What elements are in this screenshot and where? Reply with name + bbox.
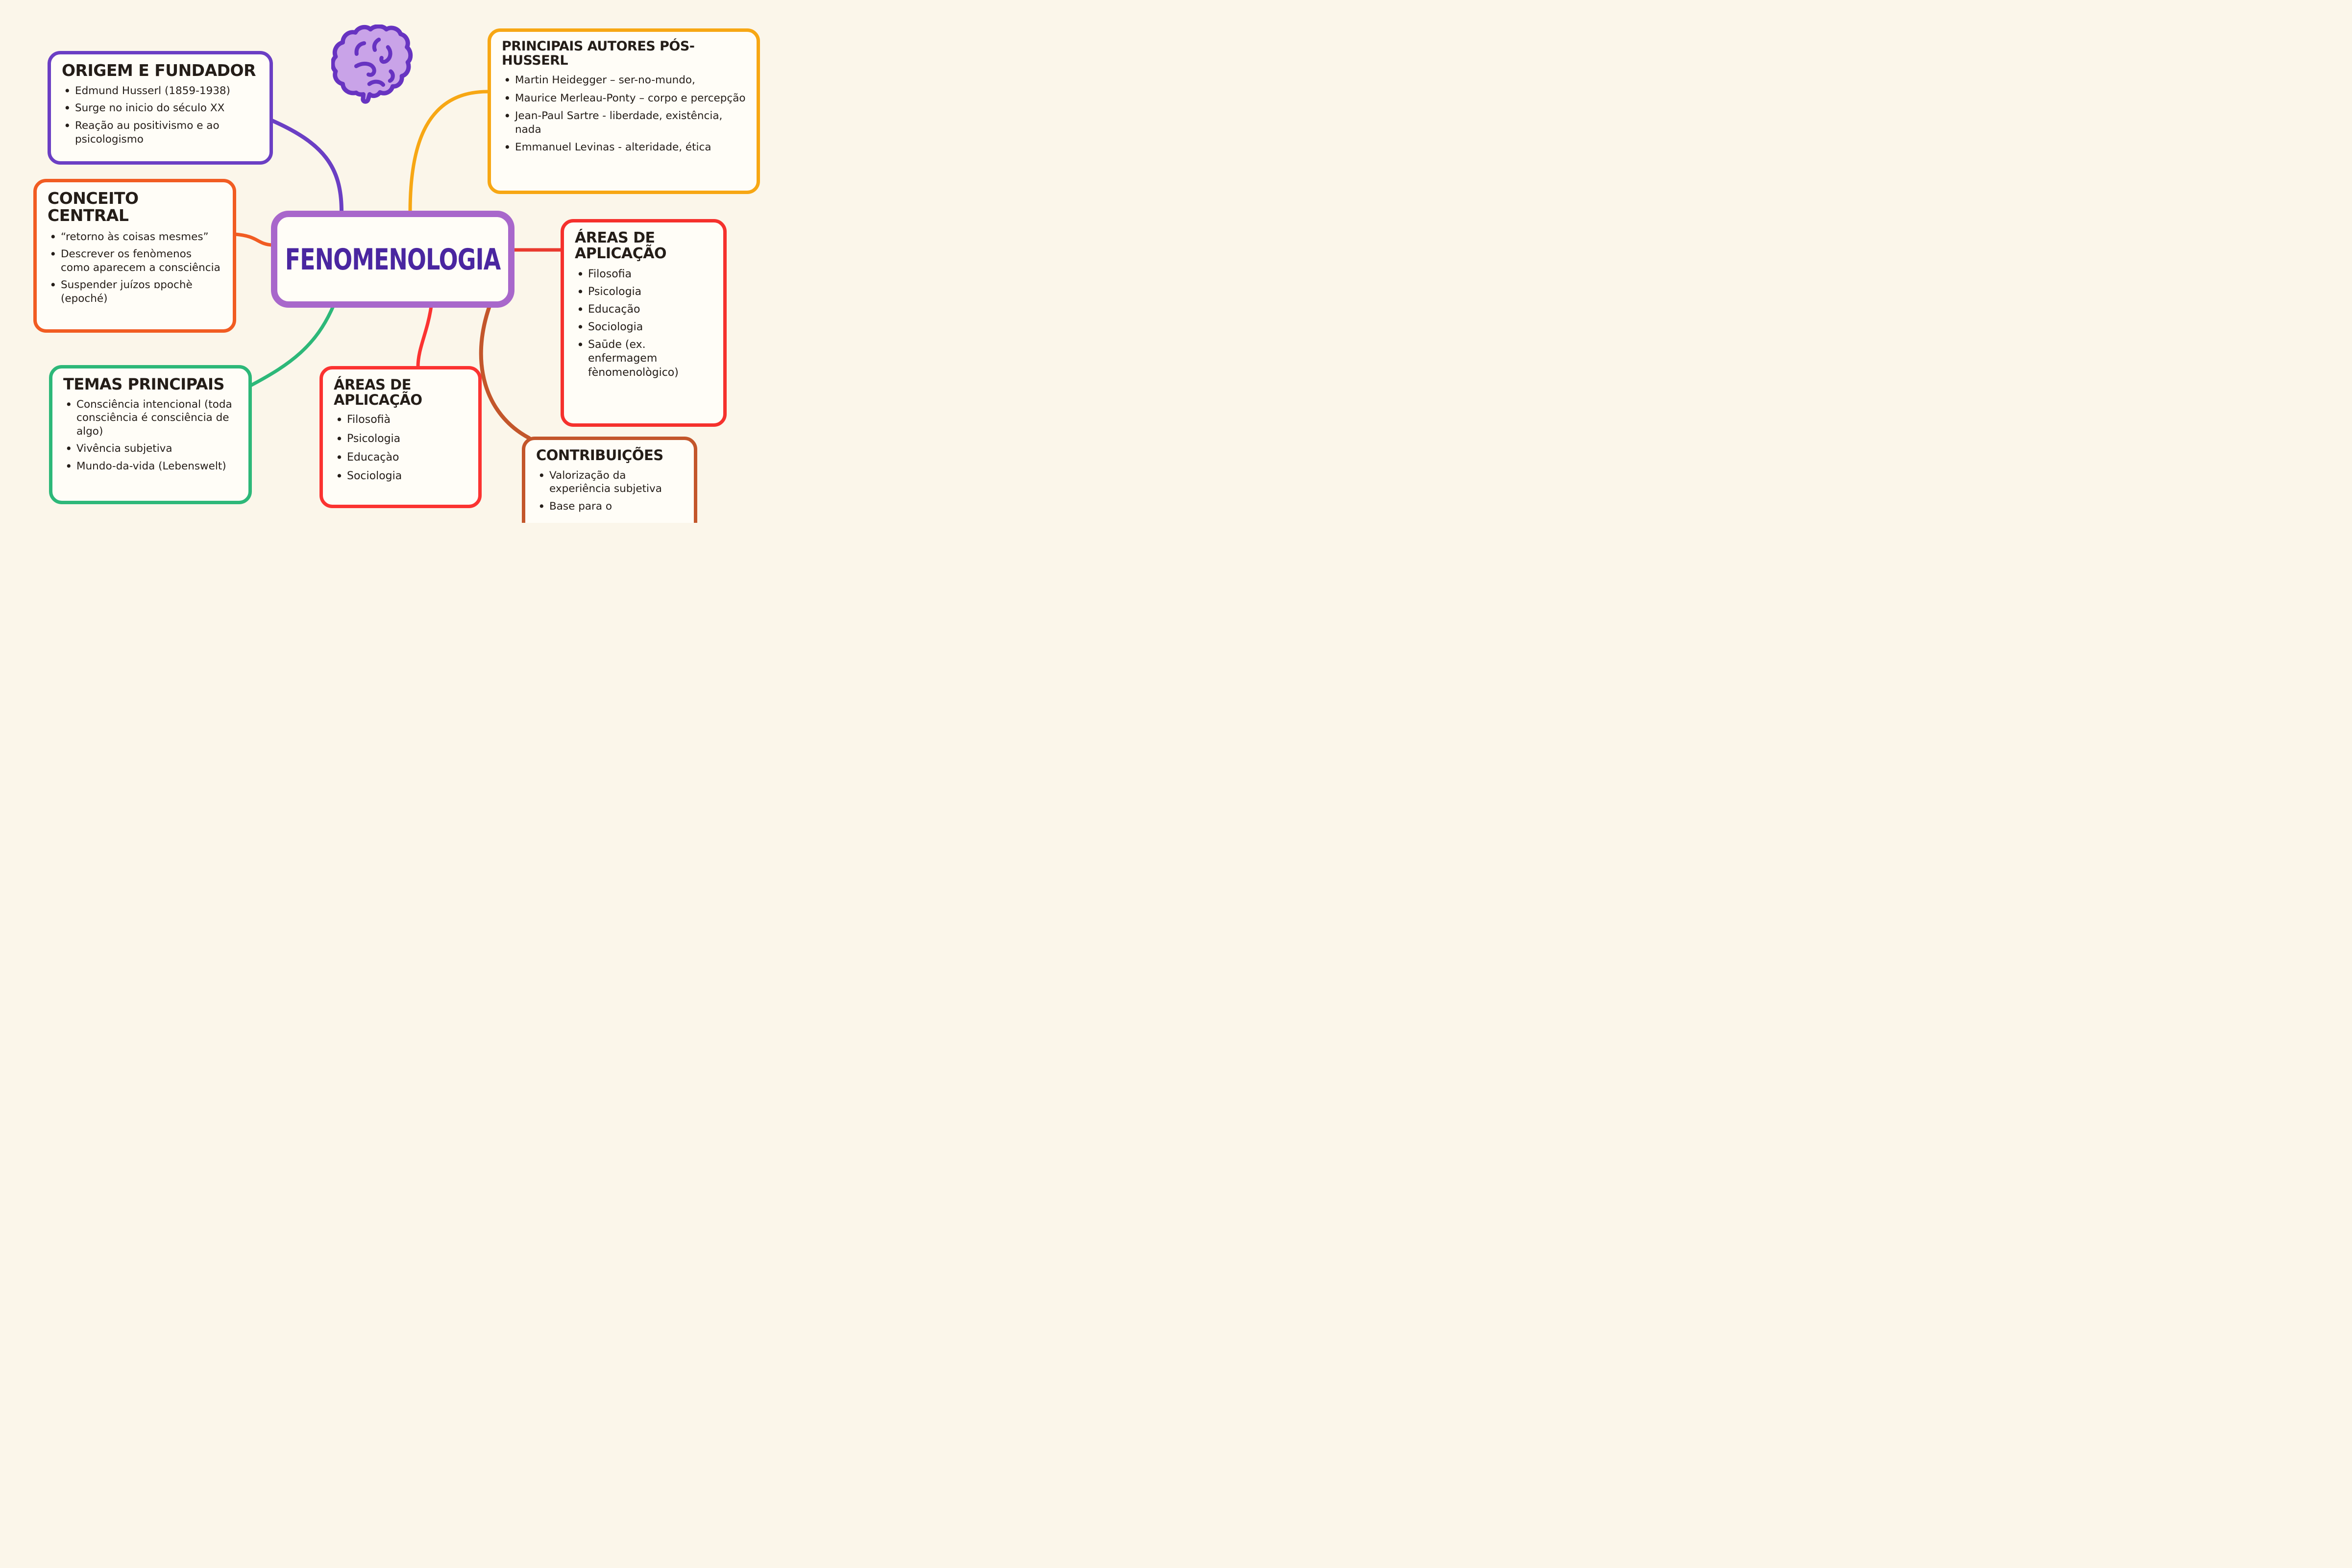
bullet: Surge no inicio do século XX	[62, 101, 259, 116]
box-areas-bottom-list: Filosofià Psicologia Educaçào Sociologia	[334, 412, 467, 485]
box-conceito-list: “retorno às coisas mesmes” Descrever os …	[48, 229, 222, 306]
box-areas-right-title: ÁREAS DE APLICAÇÃO	[575, 229, 666, 262]
box-conceito-title: CONCEITO CENTRAL	[48, 189, 139, 225]
brain-folds	[354, 37, 395, 87]
box-areas-aplicacao-right: ÁREAS DE APLICAÇÃO Filosofia Psicologia …	[561, 219, 727, 427]
connector-layer	[233, 90, 564, 440]
bullet: Consciência intencional (toda consciênci…	[63, 397, 238, 439]
bullet: Valorização da experiência subjetiva	[536, 468, 683, 496]
box-temas: TEMAS PRINCIPAIS Consciência intencional…	[49, 365, 252, 504]
box-temas-title: TEMAS PRINCIPAIS	[63, 375, 224, 393]
box-conceito: CONCEITO CENTRAL “retorno às coisas mesm…	[33, 179, 236, 333]
central-node: FENOMENOLOGIA	[271, 211, 514, 308]
bullet: Reação au positivismo e ao psicologismo	[62, 118, 259, 146]
bullet: Base para o	[536, 499, 683, 514]
box-autores: PRINCIPAIS AUTORES PÓS-HUSSERL Martin He…	[488, 28, 760, 194]
mindmap-canvas: ORIGEM E FUNDADOR Edmund Husserl (1859-1…	[0, 0, 784, 523]
box-origem: ORIGEM E FUNDADOR Edmund Husserl (1859-1…	[48, 51, 273, 165]
box-autores-title: PRINCIPAIS AUTORES PÓS-HUSSERL	[502, 39, 695, 68]
box-autores-list: Martin Heidegger – ser-no-mundo, Maurice…	[502, 73, 746, 155]
brain-icon	[331, 24, 413, 104]
bullet: Suspender juízos ɒpochè (epoché)	[48, 277, 222, 305]
connector-origem	[269, 118, 343, 214]
bullet: Educação	[575, 302, 712, 318]
bullet: Martin Heidegger – ser-no-mundo,	[502, 73, 746, 88]
box-origem-list: Edmund Husserl (1859-1938) Surge no inic…	[62, 83, 259, 146]
bullet: Psicologia	[575, 284, 712, 300]
box-contribuicoes-list: Valorização da experiência subjetiva Bas…	[536, 468, 683, 514]
connector-conceito	[233, 232, 274, 247]
bullet: Filosofia	[575, 267, 712, 283]
box-contribuicoes-title: CONTRIBUIÇÕES	[536, 447, 663, 464]
connector-temas	[249, 304, 335, 387]
bullet: Vivência subjetiva	[63, 441, 238, 456]
bullet: Psicologia	[334, 431, 467, 447]
bullet: Emmanuel Levinas - alteridade, ética	[502, 140, 746, 155]
connector-autores	[408, 90, 490, 214]
bullet: Mundo-da-vida (Lebenswelt)	[63, 459, 238, 474]
box-areas-aplicacao-bottom: ÁREAS DE APLICAÇÃO Filosofià Psicologia …	[319, 366, 482, 508]
box-temas-list: Consciência intencional (toda consciênci…	[63, 397, 238, 474]
bullet: Sociologia	[334, 468, 467, 485]
bullet: Educaçào	[334, 450, 467, 466]
bullet: Filosofià	[334, 412, 467, 428]
box-areas-bottom-title: ÁREAS DE APLICAÇÃO	[334, 376, 422, 408]
bullet: “retorno às coisas mesmes”	[48, 229, 222, 245]
central-node-label: FENOMENOLOGIA	[285, 242, 501, 277]
bullet: Maurice Merleau-Ponty – corpo e percepçã…	[502, 91, 746, 106]
box-origem-title: ORIGEM E FUNDADOR	[62, 61, 256, 80]
connector-contribuicoes	[479, 303, 531, 440]
bullet: Saūde (ex. enfermagem fènomenològico)	[575, 337, 712, 379]
bullet: Descrever os fenòmenos como aparecem a c…	[48, 246, 222, 274]
connector-areas-bottom	[416, 304, 433, 369]
box-areas-right-list: Filosofia Psicologia Educação Sociologia…	[575, 267, 712, 380]
bullet: Sociologia	[575, 319, 712, 336]
bullet: Edmund Husserl (1859-1938)	[62, 83, 259, 98]
box-contribuicoes: CONTRIBUIÇÕES Valorização da experiência…	[522, 437, 697, 523]
bullet: Jean-Paul Sartre - liberdade, existência…	[502, 108, 746, 136]
